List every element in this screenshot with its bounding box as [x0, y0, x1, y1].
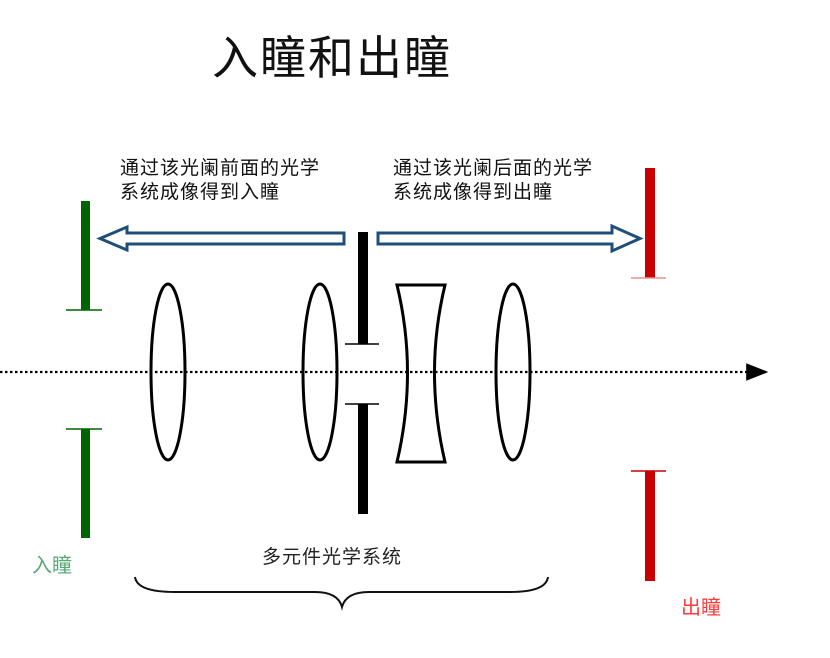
entrance-pupil-lower-bar [81, 429, 90, 538]
concave-lens [395, 283, 447, 464]
back-caption-line-2: 系统成像得到出瞳 [393, 181, 554, 203]
system-label: 多元件光学系统 [262, 546, 403, 568]
system-brace [134, 576, 549, 611]
aperture-stop-lower-blade [358, 404, 368, 514]
exit-pupil-upper-bar [645, 168, 655, 278]
aperture-stop-upper-blade [358, 232, 368, 344]
convex-lens-4 [494, 282, 532, 462]
exit-pupil [631, 168, 666, 581]
front-caption-line-2: 系统成像得到入瞳 [120, 181, 281, 203]
back-system-caption: 通过该光阑后面的光学 系统成像得到出瞳 [393, 156, 593, 204]
left-arrow-icon [96, 224, 346, 253]
entrance-pupil-label: 入瞳 [32, 553, 72, 577]
convex-lens-2 [301, 282, 339, 462]
entrance-pupil-upper-bar [81, 201, 90, 310]
exit-pupil-label: 出瞳 [681, 595, 721, 619]
diagram-title: 入瞳和出瞳 [212, 31, 452, 85]
front-caption-line-1: 通过该光阑前面的光学 [120, 157, 321, 179]
convex-lens-1 [149, 282, 187, 462]
aperture-stop [345, 232, 379, 514]
exit-pupil-lower-bar [645, 471, 655, 581]
back-caption-line-1: 通过该光阑后面的光学 [393, 157, 594, 179]
entrance-pupil [66, 201, 102, 538]
right-arrow-icon [376, 223, 644, 254]
front-system-caption: 通过该光阑前面的光学 系统成像得到入瞳 [120, 156, 320, 204]
